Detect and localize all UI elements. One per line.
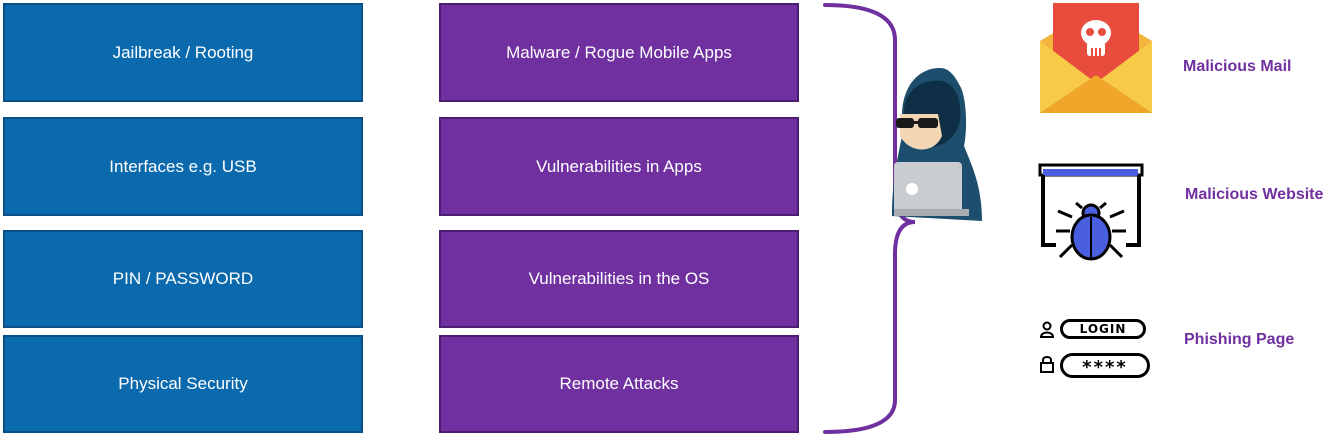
box-label: Physical Security xyxy=(118,374,248,393)
box-label: Jailbreak / Rooting xyxy=(112,42,254,62)
lock-icon xyxy=(1040,356,1054,373)
password-text: **** xyxy=(1082,357,1128,378)
box-vulnerabilities-apps: Vulnerabilities in Apps xyxy=(439,117,799,216)
phishing-login-icon: LOGIN **** xyxy=(1038,318,1152,380)
threat-label-malicious-mail: Malicious Mail xyxy=(1183,58,1292,75)
box-remote-attacks: Remote Attacks xyxy=(439,335,799,433)
box-label: Vulnerabilities in Apps xyxy=(536,156,702,176)
malicious-mail-icon xyxy=(1040,3,1152,113)
threat-label-malicious-website: Malicious Website xyxy=(1185,186,1324,203)
login-text: LOGIN xyxy=(1079,322,1127,336)
box-physical-security: Physical Security xyxy=(3,335,363,433)
box-label: Interfaces e.g. USB xyxy=(109,156,257,176)
box-label: PIN / PASSWORD xyxy=(112,269,254,288)
box-interfaces-usb: Interfaces e.g. USB xyxy=(3,117,363,216)
box-vulnerabilities-os: Vulnerabilities in the OS xyxy=(439,230,799,328)
box-label: Remote Attacks xyxy=(559,374,679,393)
box-label: Vulnerabilities in the OS xyxy=(528,269,710,288)
password-field: **** xyxy=(1060,353,1150,378)
threat-label-phishing-page: Phishing Page xyxy=(1184,331,1295,348)
box-pin-password: PIN / PASSWORD xyxy=(3,230,363,328)
box-label: Malware / Rogue Mobile Apps xyxy=(506,42,732,62)
user-icon xyxy=(1039,321,1055,338)
curly-brace xyxy=(823,3,916,434)
box-malware-rogue-apps: Malware / Rogue Mobile Apps xyxy=(439,3,799,102)
login-field: LOGIN xyxy=(1060,319,1146,339)
box-jailbreak-rooting: Jailbreak / Rooting xyxy=(3,3,363,102)
malicious-website-icon xyxy=(1038,163,1144,261)
hacker-icon xyxy=(892,68,982,221)
